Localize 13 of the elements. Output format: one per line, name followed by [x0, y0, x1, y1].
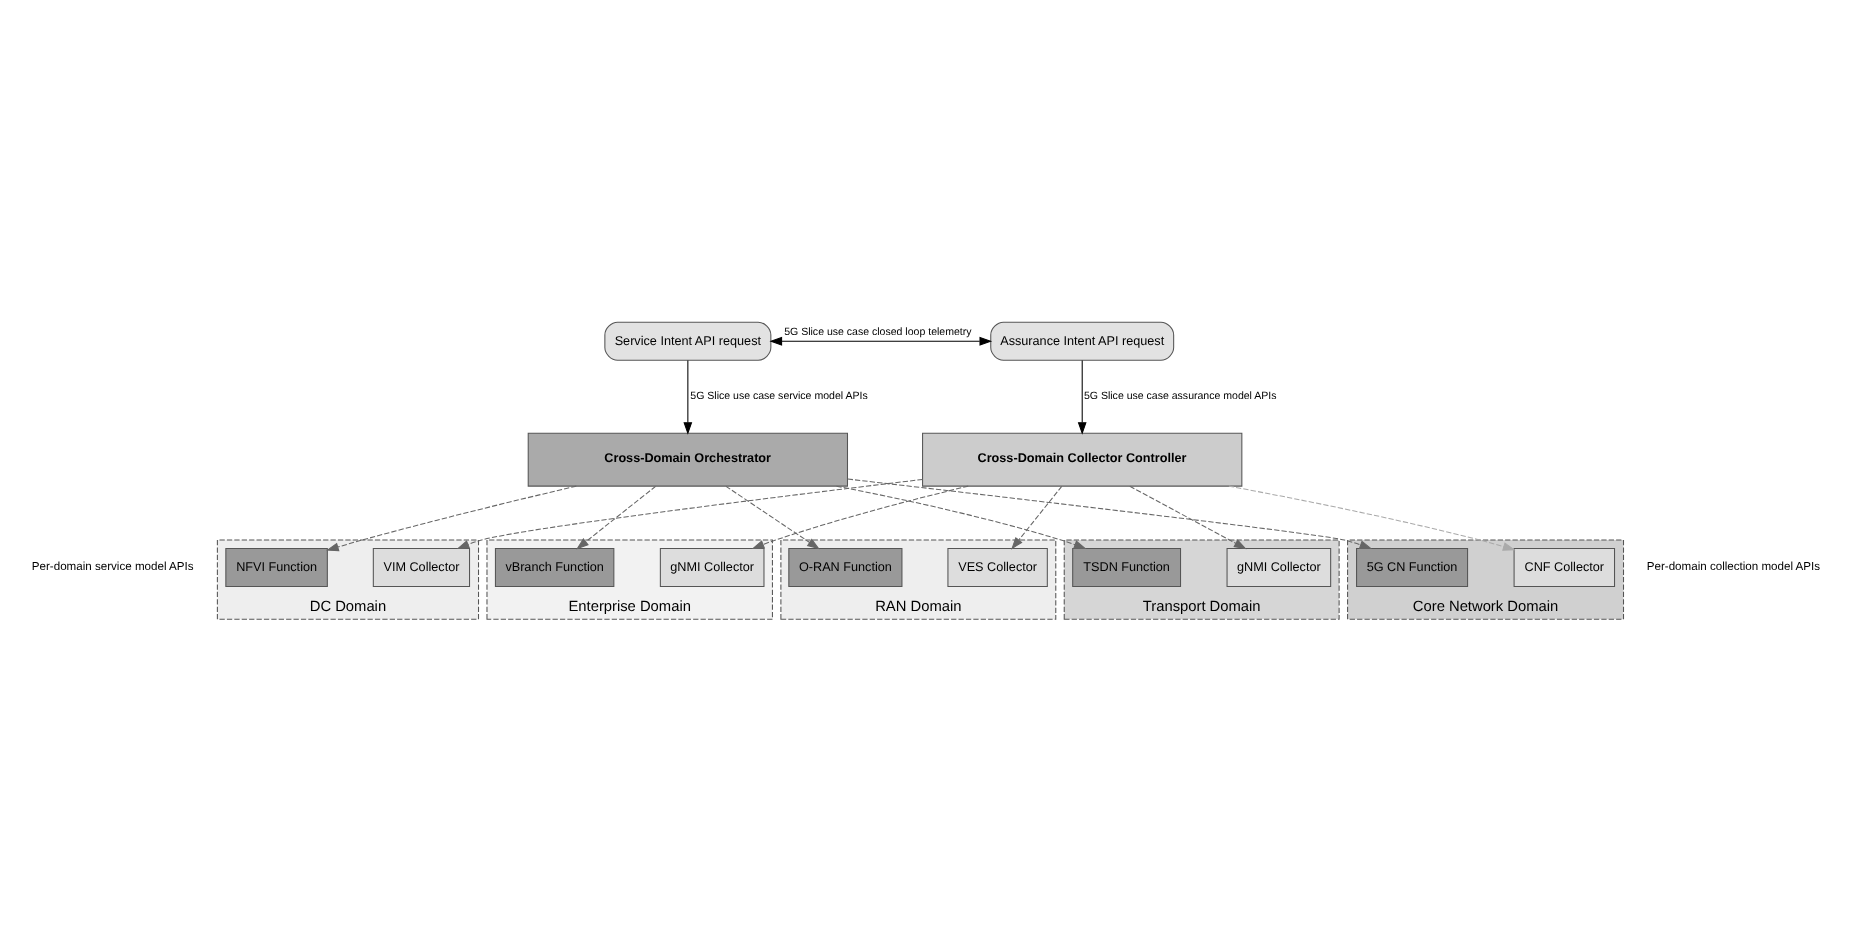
arrow: [1077, 358, 1087, 434]
arrow: [326, 484, 577, 551]
arrow: [683, 358, 693, 434]
arrow: [769, 335, 993, 345]
arrow: [576, 484, 657, 549]
arrow: [1228, 484, 1516, 550]
arrow: [456, 477, 923, 548]
arrow: [835, 484, 1087, 548]
arrow: [1011, 484, 1063, 549]
arrow: [1129, 484, 1247, 549]
arrow: [751, 484, 969, 548]
arrow: [725, 484, 820, 549]
arrow: [847, 477, 1373, 548]
